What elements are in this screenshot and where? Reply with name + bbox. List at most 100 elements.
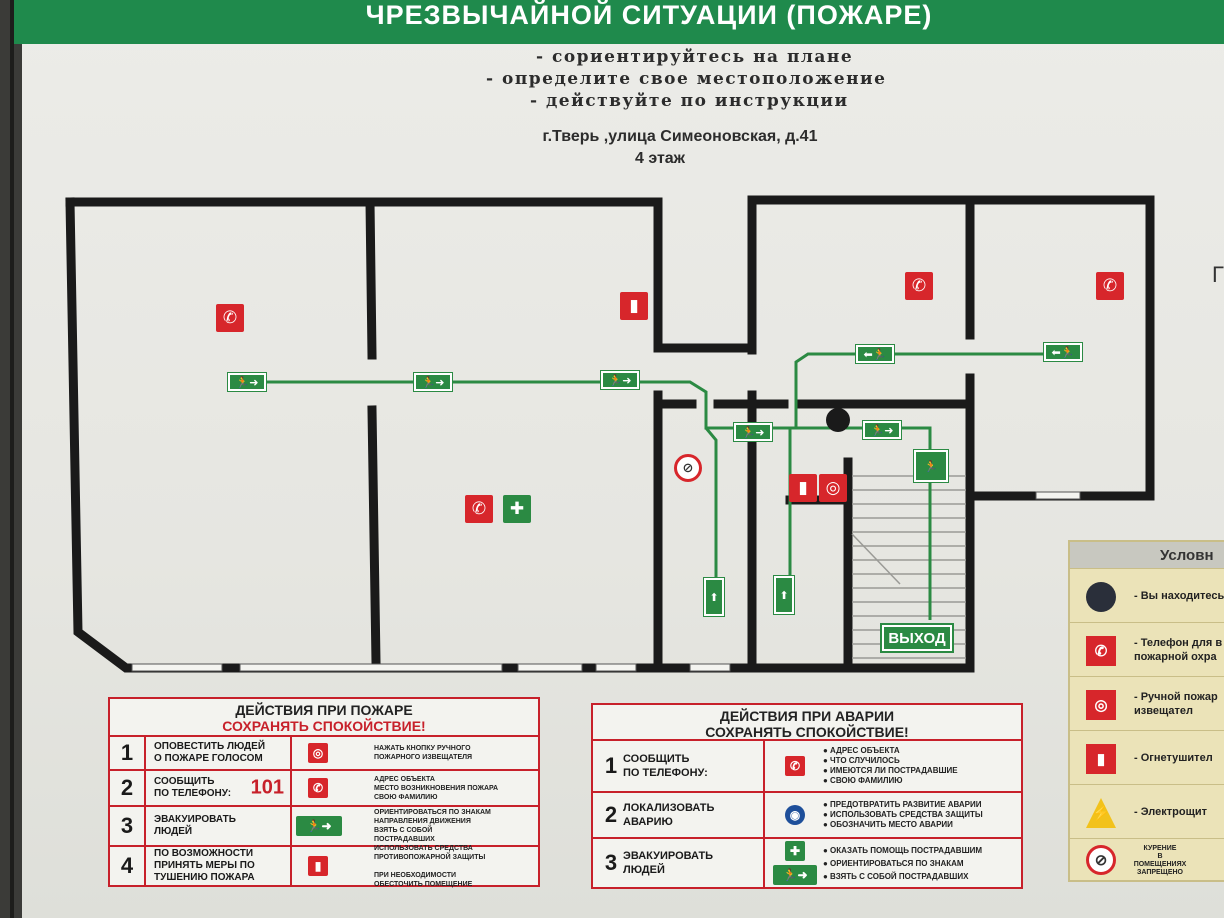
legend-text: - Электрощит — [1134, 805, 1207, 818]
alarm-button-icon: ◎ — [819, 474, 847, 502]
extinguisher-icon: ▮ — [620, 292, 648, 320]
exit-direction-sign: ⬅🏃 — [855, 344, 895, 364]
step-description: ИСПОЛЬЗОВАТЬ СРЕДСТВА ПРОТИВОПОЖАРНОЙ ЗА… — [374, 844, 486, 888]
frame-edge-line — [10, 0, 14, 918]
instruction-line: - сориентируйтесь на плане — [536, 47, 854, 67]
exit-direction-sign: 🏃➜ — [227, 372, 267, 392]
phone-icon: ✆ — [905, 272, 933, 300]
legend-text: КУРЕНИЕ В ПОМЕЩЕНИЯХ ЗАПРЕЩЕНО — [1133, 844, 1187, 876]
legend-item: ◎ - Ручной пожар извещател — [1070, 676, 1224, 730]
phone-icon: ✆ — [1096, 272, 1124, 300]
step-label: СООБЩИТЬ ПО ТЕЛЕФОНУ: — [154, 776, 232, 799]
window — [239, 663, 503, 672]
instructions: - сориентируйтесь на плане - определите … — [480, 46, 980, 112]
header-banner: ЧРЕЗВЫЧАЙНОЙ СИТУАЦИИ (ПОЖАРЕ) — [14, 0, 1224, 44]
legend-item: - Вы находитесь — [1070, 568, 1224, 622]
you-are-here-marker — [826, 408, 850, 432]
phone-icon: ✆ — [785, 756, 805, 776]
extinguisher-icon: ▮ — [789, 474, 817, 502]
plan-wall — [65, 197, 660, 673]
floor-label: 4 этаж — [634, 150, 686, 167]
extinguisher-icon: ▮ — [1086, 744, 1116, 774]
plan-wall — [365, 197, 377, 360]
legend-panel: Условн - Вы находитесь ✆ - Телефон для в… — [1068, 540, 1224, 882]
window — [689, 663, 731, 672]
plan-wall — [65, 197, 757, 353]
cut-off-letter: Г — [1212, 262, 1224, 287]
accident-panel-title: ДЕЙСТВИЯ ПРИ АВАРИИ — [719, 708, 895, 724]
step-label: СООБЩИТЬ ПО ТЕЛЕФОНУ: — [623, 753, 708, 779]
legend-text: - Огнетушител — [1134, 751, 1213, 764]
window — [517, 663, 583, 672]
alarm-button-icon: ◎ — [1086, 690, 1116, 720]
evacuation-route — [230, 352, 1070, 620]
fire-action-row: 1 ОПОВЕСТИТЬ ЛЮДЕЙ О ПОЖАРЕ ГОЛОСОМ ◎ НА… — [110, 735, 538, 769]
step-number: 2 — [604, 802, 618, 827]
legend-title: Условн — [1070, 542, 1224, 568]
step-number: 1 — [604, 753, 618, 778]
step-description: ● ОКАЗАТЬ ПОМОЩЬ ПОСТРАДАВШИМ ● ОРИЕНТИР… — [823, 845, 983, 881]
exit-label: ВЫХОД — [880, 623, 954, 653]
legend-item: ✆ - Телефон для в пожарной охра — [1070, 622, 1224, 676]
step-description: ● АДРЕС ОБЪЕКТА ● ЧТО СЛУЧИЛОСЬ ● ИМЕЮТС… — [823, 746, 958, 785]
no-smoking-icon: ⊘ — [674, 454, 702, 482]
plan-wall — [367, 405, 381, 667]
step-description: НАЖАТЬ КНОПКУ РУЧНОГО ПОЖАРНОГО ИЗВЕЩАТЕ… — [374, 745, 473, 761]
first-aid-icon: ✚ — [503, 495, 531, 523]
step-label: ЭВАКУИРОВАТЬ ЛЮДЕЙ — [154, 814, 236, 837]
exit-direction-sign: ⬆ — [703, 577, 725, 617]
legend-text: - Телефон для в пожарной охра — [1134, 636, 1223, 663]
exit-direction-sign: 🏃➜ — [600, 370, 640, 390]
legend-text: - Вы находитесь — [1134, 589, 1224, 602]
step-number: 2 — [110, 771, 146, 805]
step-description: ● ПРЕДОТВРАТИТЬ РАЗВИТИЕ АВАРИИ ● ИСПОЛЬ… — [823, 800, 983, 829]
window — [131, 663, 223, 672]
alarm-button-icon: ◎ — [308, 743, 328, 763]
window — [595, 663, 637, 672]
phone-icon: ✆ — [216, 304, 244, 332]
header-title: ЧРЕЗВЫЧАЙНОЙ СИТУАЦИИ (ПОЖАРЕ) — [365, 0, 933, 30]
step-description: ОРИЕНТИРОВАТЬСЯ ПО ЗНАКАМ НАПРАВЛЕНИЯ ДВ… — [374, 809, 491, 843]
exit-direction-sign: 🏃➜ — [733, 422, 773, 442]
fire-actions-panel: ДЕЙСТВИЯ ПРИ ПОЖАРЕ СОХРАНЯТЬ СПОКОЙСТВИ… — [108, 697, 540, 888]
step-label: ЭВАКУИРОВАТЬ ЛЮДЕЙ — [623, 850, 714, 876]
step-number: 3 — [604, 850, 618, 875]
plan-wall — [747, 195, 1155, 501]
fire-panel-subtitle: СОХРАНЯТЬ СПОКОЙСТВИЕ! — [222, 718, 426, 734]
fire-action-row: 4 ПО ВОЗМОЖНОСТИ ПРИНЯТЬ МЕРЫ ПО ТУШЕНИЮ… — [110, 844, 538, 888]
step-number: 3 — [110, 807, 146, 845]
legend-item: ⊘ КУРЕНИЕ В ПОМЕЩЕНИЯХ ЗАПРЕЩЕНО — [1070, 838, 1224, 882]
first-aid-icon: ✚ — [785, 841, 805, 861]
fire-action-row: 3 ЭВАКУИРОВАТЬ ЛЮДЕЙ 🏃➜ ОРИЕНТИРОВАТЬСЯ … — [110, 805, 538, 845]
step-label: ПО ВОЗМОЖНОСТИ ПРИНЯТЬ МЕРЫ ПО ТУШЕНИЮ П… — [154, 848, 255, 883]
exit-direction-sign: ⬅🏃 — [1043, 342, 1083, 362]
step-description: АДРЕС ОБЪЕКТА МЕСТО ВОЗНИКНОВЕНИЯ ПОЖАРА… — [374, 775, 499, 801]
column-divider — [290, 735, 292, 885]
step-label: ОПОВЕСТИТЬ ЛЮДЕЙ О ПОЖАРЕ ГОЛОСОМ — [154, 741, 266, 764]
fire-panel-title: ДЕЙСТВИЯ ПРИ ПОЖАРЕ — [235, 702, 413, 718]
phone-icon: ✆ — [465, 495, 493, 523]
instruction-line: - определите свое местоположение — [486, 69, 887, 89]
accident-action-row: 3 ЭВАКУИРОВАТЬ ЛЮДЕЙ ✚ 🏃➜ ● ОКАЗАТЬ ПОМО… — [593, 837, 1021, 887]
accident-action-row: 2 ЛОКАЛИЗОВАТЬ АВАРИЮ ◉ ● ПРЕДОТВРАТИТЬ … — [593, 791, 1021, 837]
window — [1035, 491, 1081, 500]
exit-arrow-icon: 🏃➜ — [296, 816, 342, 836]
accident-actions-panel: ДЕЙСТВИЯ ПРИ АВАРИИ СОХРАНЯТЬ СПОКОЙСТВИ… — [591, 703, 1023, 889]
address-block: г.Тверь ,улица Симеоновская, д.41 4 этаж — [430, 126, 930, 170]
legend-item: ⚡ - Электрощит — [1070, 784, 1224, 838]
step-label: ЛОКАЛИЗОВАТЬ АВАРИЮ — [623, 802, 715, 828]
stairs-exit-sign: 🏃 — [913, 449, 949, 483]
exit-direction-sign: 🏃➜ — [862, 420, 902, 440]
exit-arrow-icon: 🏃➜ — [773, 865, 817, 885]
no-smoking-icon: ⊘ — [1086, 845, 1116, 875]
extinguisher-icon: ▮ — [308, 856, 328, 876]
fire-phone-number: 101 — [250, 776, 284, 799]
phone-number-cell: 101 — [230, 771, 290, 805]
phone-icon: ✆ — [308, 778, 328, 798]
step-number: 4 — [110, 847, 146, 885]
you-are-here-icon — [1086, 582, 1116, 612]
fire-action-row: 2 СООБЩИТЬ ПО ТЕЛЕФОНУ: 101 ✆ АДРЕС ОБЪЕ… — [110, 769, 538, 805]
legend-item: ▮ - Огнетушител — [1070, 730, 1224, 784]
address-line: г.Тверь ,улица Симеоновская, д.41 — [542, 128, 818, 145]
high-voltage-icon: ⚡ — [1086, 798, 1116, 828]
